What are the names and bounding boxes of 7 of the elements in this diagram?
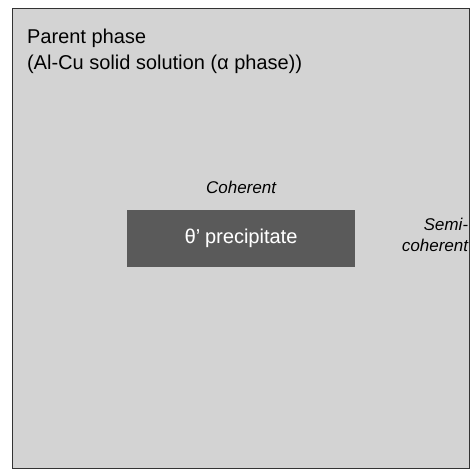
interface-label: Coherent xyxy=(205,177,278,198)
matrix-region xyxy=(12,8,470,469)
precipitate-block xyxy=(127,210,355,267)
phase-label: (Al-Cu solid solution (α phase)) xyxy=(27,51,303,75)
precipitate-label: θ’ precipitate xyxy=(184,225,298,249)
interface-label: Semi-coherent xyxy=(400,214,468,256)
phase-label: Parent phase xyxy=(27,25,147,49)
